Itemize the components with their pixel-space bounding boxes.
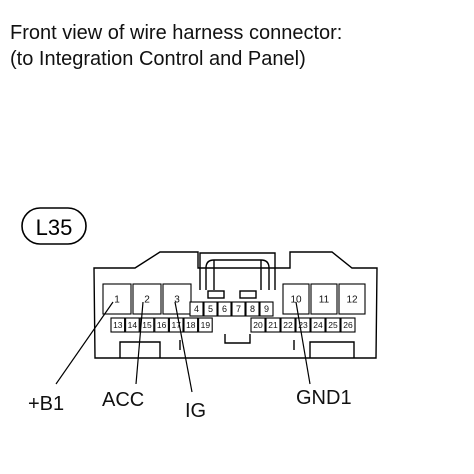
title-line-1: Front view of wire harness connector: xyxy=(10,22,343,44)
callout-b1: +B1 xyxy=(28,393,64,415)
pin-cell-box xyxy=(282,283,310,315)
connector-housing xyxy=(93,251,378,359)
leader-acc xyxy=(135,301,144,385)
callout-lines xyxy=(55,301,311,393)
pin-cell: 6 xyxy=(217,301,232,317)
leader-b1 xyxy=(55,301,114,385)
connector-id-badge: L35 xyxy=(21,207,87,245)
pin-cell-box xyxy=(139,317,155,333)
pin-number: 4 xyxy=(194,304,199,314)
pin-number: 14 xyxy=(128,320,138,330)
pin-cell-box xyxy=(110,317,126,333)
pin-number: 9 xyxy=(264,304,269,314)
pin-cell: 19 xyxy=(198,317,213,333)
pin-number: 11 xyxy=(319,295,330,306)
pin-number: 3 xyxy=(174,295,180,306)
pin-cell: 14 xyxy=(125,317,140,333)
pin-cell-box xyxy=(231,301,246,317)
pin-cell: 17 xyxy=(168,317,184,333)
pin-cell-box xyxy=(250,317,266,333)
pin-cell-box xyxy=(125,317,140,333)
pin-cell: 20 xyxy=(250,317,266,333)
pin-cell-box xyxy=(132,283,162,315)
pin-number: 13 xyxy=(113,320,123,330)
pin-cell: 5 xyxy=(203,301,218,317)
pin-cell-box xyxy=(325,317,341,333)
pin-number: 12 xyxy=(346,295,358,306)
pin-cell-box xyxy=(102,283,132,315)
pin-cell-box xyxy=(245,301,260,317)
pin-cell-box xyxy=(265,317,281,333)
pin-cell: 11 xyxy=(310,283,338,315)
pin-cell-box xyxy=(183,317,199,333)
pin-cell: 2 xyxy=(132,283,162,315)
pin-number: 25 xyxy=(328,320,338,330)
pin-number: 16 xyxy=(157,320,167,330)
pin-cell-box xyxy=(189,301,204,317)
pin-number: 19 xyxy=(201,320,211,330)
pin-cell: 16 xyxy=(154,317,169,333)
pin-number: 22 xyxy=(283,320,293,330)
pin-number: 17 xyxy=(171,320,181,330)
pin-cell: 24 xyxy=(310,317,326,333)
pin-cell: 9 xyxy=(259,301,274,317)
pin-number: 10 xyxy=(290,295,302,306)
pin-number: 21 xyxy=(268,320,278,330)
callout-acc: ACC xyxy=(102,389,144,411)
pin-cell: 12 xyxy=(338,283,366,315)
pin-number: 7 xyxy=(236,304,241,314)
pin-cell: 22 xyxy=(280,317,296,333)
pin-number: 24 xyxy=(313,320,323,330)
pin-cell: 10 xyxy=(282,283,310,315)
pin-cell-box xyxy=(203,301,218,317)
pin-cell-box xyxy=(217,301,232,317)
pin-cell-box xyxy=(154,317,169,333)
pin-cell: 3 xyxy=(162,283,192,315)
pin-number: 1 xyxy=(114,295,120,306)
pin-cell: 18 xyxy=(183,317,199,333)
pin-number: 6 xyxy=(222,304,227,314)
pin-cell: 4 xyxy=(189,301,204,317)
pin-cell-box xyxy=(310,283,338,315)
pin-cell: 15 xyxy=(139,317,155,333)
connector-id-label: L35 xyxy=(36,215,73,240)
pin-number: 23 xyxy=(298,320,308,330)
pin-number: 26 xyxy=(343,320,353,330)
pin-number: 2 xyxy=(144,295,150,306)
pin-cell-box xyxy=(162,283,192,315)
pin-cell-box xyxy=(198,317,213,333)
pin-number: 20 xyxy=(253,320,263,330)
pin-cell-box xyxy=(280,317,296,333)
pin-number: 15 xyxy=(142,320,152,330)
pin-number: 5 xyxy=(208,304,213,314)
pin-cell-box xyxy=(338,283,366,315)
pin-cell: 25 xyxy=(325,317,341,333)
leader-gnd1 xyxy=(295,301,311,385)
pin-cell-box xyxy=(310,317,326,333)
pin-cell: 8 xyxy=(245,301,260,317)
pin-cell: 13 xyxy=(110,317,126,333)
pin-cell: 7 xyxy=(231,301,246,317)
pin-cell: 26 xyxy=(340,317,356,333)
pin-number: 8 xyxy=(250,304,255,314)
pin-cell: 23 xyxy=(295,317,311,333)
pin-cell-box xyxy=(259,301,274,317)
pin-cell-box xyxy=(340,317,356,333)
pin-cell: 21 xyxy=(265,317,281,333)
callout-gnd1: GND1 xyxy=(296,387,352,409)
pin-cell: 1 xyxy=(102,283,132,315)
diagram-title: Front view of wire harness connector: (t… xyxy=(10,20,342,72)
title-line-2: (to Integration Control and Panel) xyxy=(10,48,306,70)
leader-ig xyxy=(174,301,193,393)
callout-ig: IG xyxy=(185,400,206,422)
pin-number: 18 xyxy=(186,320,196,330)
